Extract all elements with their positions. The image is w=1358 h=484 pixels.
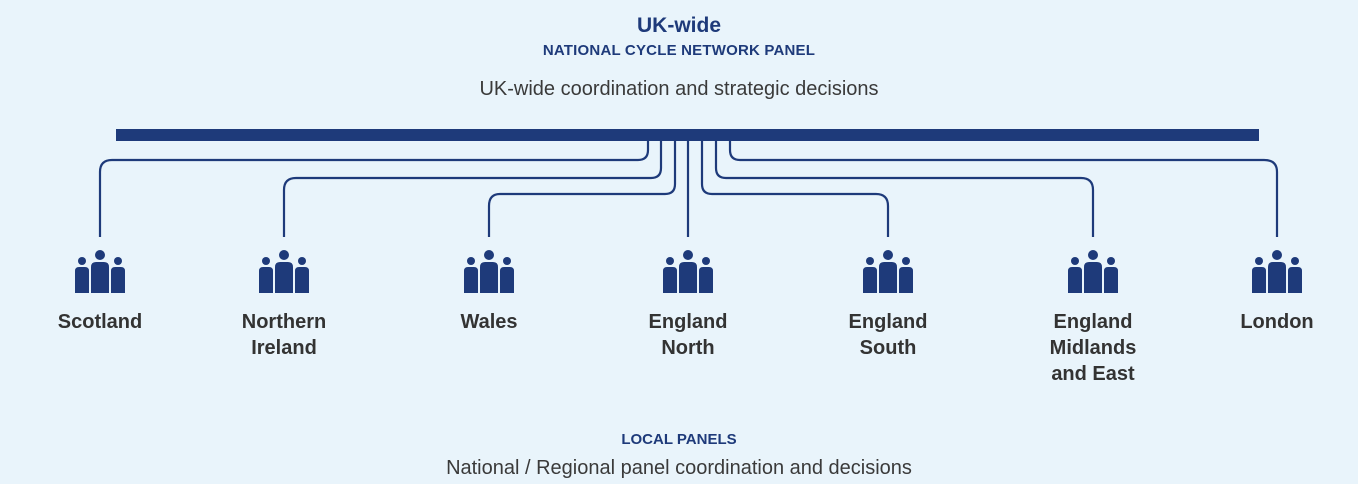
- panel-wales: Wales: [419, 249, 559, 335]
- panel-scotland: Scotland: [30, 249, 170, 335]
- group-people-icon: [818, 249, 958, 297]
- connector-scotland: [98, 141, 650, 237]
- local-panels-description: National / Regional panel coordination a…: [446, 457, 912, 479]
- connector-northern-ireland: [282, 141, 663, 237]
- group-people-icon: [618, 249, 758, 297]
- connector-england-south: [700, 141, 890, 237]
- panel-name: London: [1240, 311, 1314, 333]
- connector-england-midlands: [714, 141, 1095, 237]
- connector-wales: [487, 141, 677, 237]
- national-panel-description: UK-wide coordination and strategic decis…: [479, 78, 879, 100]
- group-people-icon: [1023, 249, 1163, 297]
- panel-name: Scotland: [57, 311, 143, 333]
- local-panels-title: LOCAL PANELS: [621, 431, 737, 448]
- national-panel-subtitle: NATIONAL CYCLE NETWORK PANEL: [542, 42, 816, 59]
- panel-name: Wales: [460, 311, 518, 333]
- national-panel-bar: [116, 129, 1259, 141]
- group-people-icon: [1207, 249, 1347, 297]
- connector-london: [728, 141, 1279, 237]
- panel-london: London: [1207, 249, 1347, 335]
- uk-wide-title: UK-wide: [637, 14, 721, 37]
- group-people-icon: [214, 249, 354, 297]
- group-people-icon: [419, 249, 559, 297]
- group-people-icon: [30, 249, 170, 297]
